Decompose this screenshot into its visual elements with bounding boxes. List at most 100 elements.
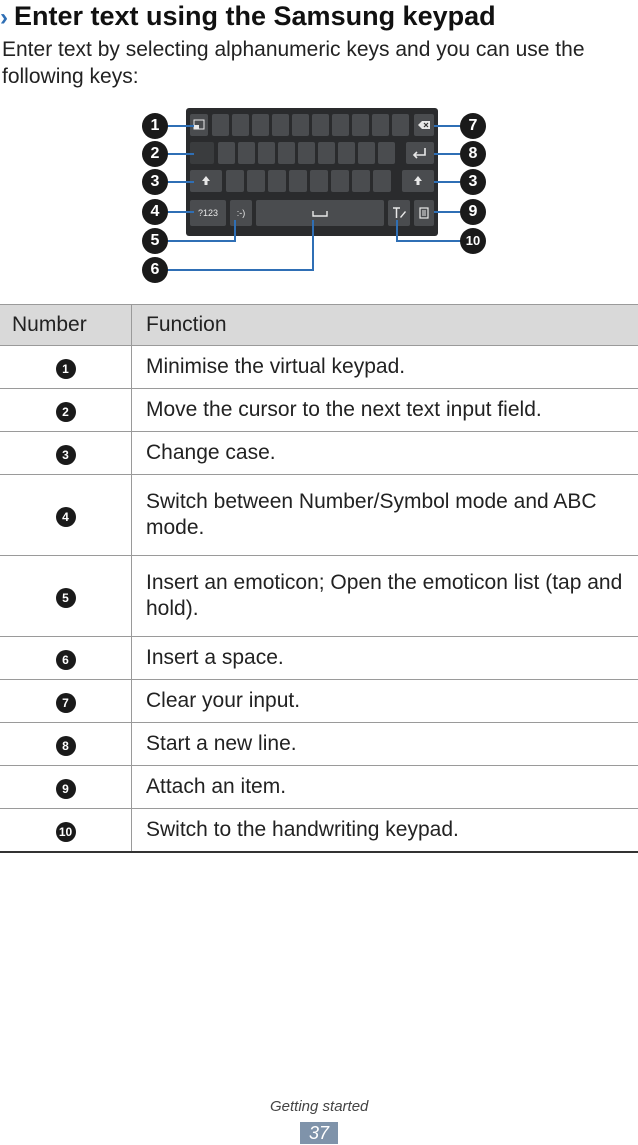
number-key-label: ?123 — [197, 208, 219, 218]
column-header-function: Function — [131, 304, 638, 346]
letter-key — [358, 142, 375, 164]
row-number-badge: 5 — [55, 588, 76, 608]
row-number-cell: 4 — [0, 474, 132, 556]
leader-line-4 — [166, 211, 194, 213]
letter-key — [352, 114, 369, 136]
letter-key — [289, 170, 307, 192]
enter-key — [406, 142, 434, 164]
callout-2: 2 — [142, 141, 168, 167]
letter-key — [352, 170, 370, 192]
row-number-cell: 3 — [0, 431, 132, 475]
letter-key — [372, 114, 389, 136]
table-row: 9 Attach an item. — [0, 765, 638, 809]
callout-1: 1 — [142, 113, 168, 139]
leader-line-8 — [434, 153, 460, 155]
table-row: 2 Move the cursor to the next text input … — [0, 388, 638, 432]
callout-9: 9 — [460, 199, 486, 225]
table-row: 4 Switch between Number/Symbol mode and A… — [0, 474, 638, 556]
letter-key — [310, 170, 328, 192]
row-function-text: Attach an item. — [131, 765, 638, 809]
space-key — [256, 200, 384, 226]
table-row: 8 Start a new line. — [0, 722, 638, 766]
row-number-badge: 9 — [55, 779, 76, 799]
row-number-cell: 7 — [0, 679, 132, 723]
keypad-image: ?123 :-) — [186, 108, 438, 236]
row-number-cell: 2 — [0, 388, 132, 432]
letter-key — [218, 142, 235, 164]
letter-key — [312, 114, 329, 136]
row-function-text: Start a new line. — [131, 722, 638, 766]
shift-icon — [414, 176, 422, 185]
pen-icon — [393, 207, 406, 218]
letter-key — [331, 170, 349, 192]
shift-icon — [202, 176, 210, 185]
letter-key — [232, 114, 249, 136]
shift-key-right — [402, 170, 434, 192]
column-header-number: Number — [0, 304, 132, 346]
leader-line-1 — [166, 125, 194, 127]
row-number-cell: 5 — [0, 555, 132, 637]
keypad-figure: ?123 :-) 1 2 3 4 5 6 7 8 3 9 10 — [130, 100, 500, 283]
callout-3-right: 3 — [460, 169, 486, 195]
row-number-badge: 4 — [55, 507, 76, 527]
emoticon-key-label: :-) — [236, 208, 246, 218]
leader-line-7 — [434, 125, 460, 127]
enter-icon — [412, 148, 426, 159]
row-number-badge: 2 — [55, 402, 76, 422]
row-number-badge: 8 — [55, 736, 76, 756]
leader-line-3 — [166, 181, 194, 183]
handwriting-key — [388, 200, 410, 226]
letter-key — [247, 170, 265, 192]
letter-key — [272, 114, 289, 136]
callout-4: 4 — [142, 199, 168, 225]
attach-icon — [419, 207, 429, 219]
leader-line-9 — [434, 211, 460, 213]
chevron-right-icon: › — [0, 4, 8, 31]
section-heading: ›Enter text using the Samsung keypad — [0, 0, 638, 32]
shift-key-left — [190, 170, 222, 192]
table-header-row: Number Function — [0, 304, 638, 346]
table-row: 5 Insert an emoticon; Open the emoticon l… — [0, 555, 638, 637]
letter-key — [226, 170, 244, 192]
next-field-key — [190, 142, 214, 164]
row-number-cell: 9 — [0, 765, 132, 809]
row-number-badge: 3 — [55, 445, 76, 465]
callout-10: 10 — [460, 228, 486, 254]
callout-3-left: 3 — [142, 169, 168, 195]
letter-key — [258, 142, 275, 164]
row-function-text: Move the cursor to the next text input f… — [131, 388, 638, 432]
row-function-text: Insert an emoticon; Open the emoticon li… — [131, 555, 638, 637]
row-function-text: Switch between Number/Symbol mode and AB… — [131, 474, 638, 556]
page-number: 37 — [300, 1122, 338, 1144]
intro-text: Enter text by selecting alphanumeric key… — [2, 38, 585, 88]
letter-key — [238, 142, 255, 164]
leader-line-6-h — [166, 269, 314, 271]
row-number-badge: 7 — [55, 693, 76, 713]
letter-key — [212, 114, 229, 136]
letter-key — [278, 142, 295, 164]
backspace-icon — [418, 121, 430, 129]
row-number-cell: 6 — [0, 636, 132, 680]
row-function-text: Switch to the handwriting keypad. — [131, 808, 638, 853]
clear-key — [414, 114, 434, 136]
leader-line-5-v — [234, 220, 236, 242]
callout-5: 5 — [142, 228, 168, 254]
letter-key — [373, 170, 391, 192]
row-function-text: Minimise the virtual keypad. — [131, 345, 638, 389]
leader-line-2 — [166, 153, 194, 155]
row-number-cell: 8 — [0, 722, 132, 766]
letter-key — [268, 170, 286, 192]
number-symbol-key: ?123 — [190, 200, 226, 226]
letter-key — [298, 142, 315, 164]
leader-line-6-v — [312, 220, 314, 271]
letter-key — [332, 114, 349, 136]
space-icon — [312, 211, 328, 217]
letter-key — [338, 142, 355, 164]
heading-title: Enter text using the Samsung keypad — [14, 1, 496, 31]
letter-key — [318, 142, 335, 164]
